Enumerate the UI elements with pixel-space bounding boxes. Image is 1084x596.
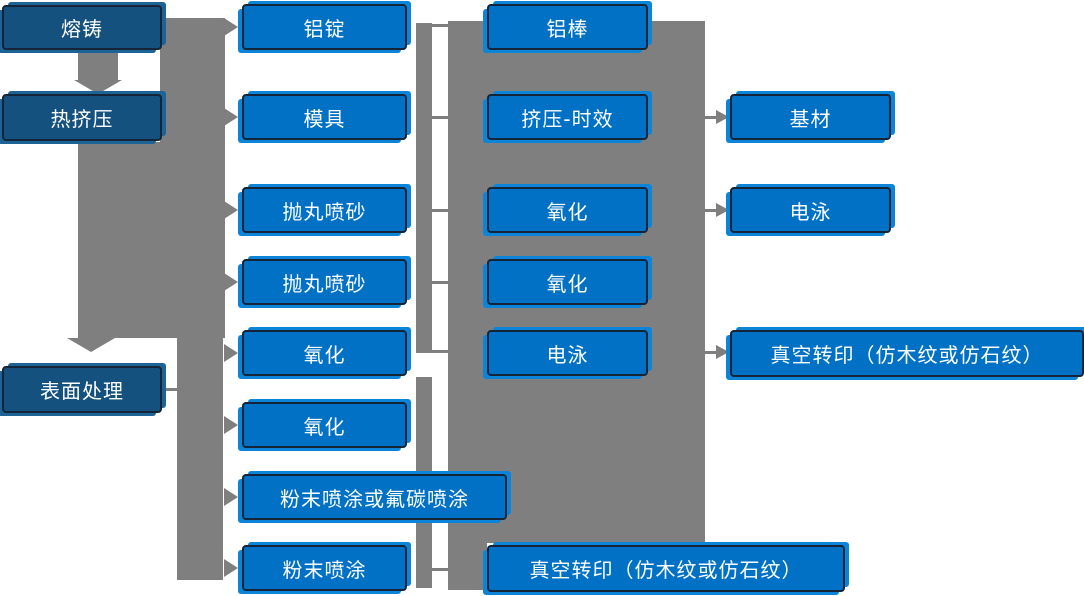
link-row-oxidation-a [432,209,448,212]
arrow-to-aluminum-ingot [224,18,238,36]
node-mold-label: 模具 [303,106,346,131]
node-oxidation-1: 氧化 [242,330,407,376]
connector-casting-stem [78,50,118,80]
node-electrophoresis-label: 电泳 [546,342,589,367]
node-surface-treatment: 表面处理 [2,366,162,413]
arrow-to-vacuum-transfer-right [716,345,729,359]
node-melting-casting: 熔铸 [2,5,162,50]
node-oxidation-b: 氧化 [487,259,648,305]
node-oxidation-b-label: 氧化 [546,271,589,296]
link-row-electrophoresis [432,350,448,353]
connector-lower-band [177,338,223,580]
arrow-to-shot-blast-1 [224,201,238,219]
node-powder-coating: 粉末喷涂 [242,545,407,591]
node-surface-treatment-label: 表面处理 [40,379,124,403]
arrow-to-oxidation-2 [224,416,238,434]
node-extrusion-aging: 挤压-时效 [487,94,648,140]
node-hot-extrusion-label: 热挤压 [50,107,114,131]
node-oxidation-2: 氧化 [242,402,407,448]
node-vacuum-transfer-right: 真空转印（仿木纹或仿石纹） [730,330,1084,377]
node-melting-casting-label: 熔铸 [61,17,103,41]
node-oxidation-1-label: 氧化 [303,342,346,367]
node-vacuum-transfer-bottom-label: 真空转印（仿木纹或仿石纹） [529,558,803,582]
arrow-to-powder-coating [224,559,238,577]
node-mold: 模具 [242,94,407,140]
link-row-aluminum-rod [416,24,448,27]
node-shot-blast-1-label: 抛丸喷砂 [282,199,367,224]
arrow-to-powder-or-fluorocarbon [224,488,238,506]
node-shot-blast-2-label: 抛丸喷砂 [282,271,367,296]
node-powder-or-fluorocarbon-label: 粉末喷涂或氟碳喷涂 [280,486,469,511]
arrow-to-shot-blast-2 [224,273,238,291]
node-aluminum-ingot-label: 铝锭 [303,16,346,41]
node-extrusion-aging-label: 挤压-时效 [521,106,614,131]
node-shot-blast-1: 抛丸喷砂 [242,187,407,233]
arrow-to-mold [224,108,238,126]
node-base-material-label: 基材 [789,106,832,131]
link-row-oxidation-b [432,281,448,284]
node-aluminum-ingot: 铝锭 [242,4,407,50]
connector-bottom-leg [448,543,487,590]
node-shot-blast-2: 抛丸喷砂 [242,259,407,305]
node-base-material: 基材 [730,94,891,140]
arrow-to-oxidation-1 [224,344,238,362]
node-oxidation-2-label: 氧化 [303,414,346,439]
connector-surface-treatment-link [163,388,179,391]
connector-narrow-band-upper [416,23,432,353]
link-row-vacuum-transfer-bottom [432,568,448,571]
node-hot-extrusion: 热挤压 [2,94,162,141]
arrow-to-electrophoresis-right [716,203,729,217]
node-aluminum-rod: 铝棒 [487,4,648,50]
node-oxidation-a-label: 氧化 [546,199,589,224]
stem-to-electrophoresis-right [705,209,717,212]
node-aluminum-rod-label: 铝棒 [546,16,589,41]
node-vacuum-transfer-bottom: 真空转印（仿木纹或仿石纹） [487,545,845,592]
node-powder-coating-label: 粉末喷涂 [282,557,367,582]
stem-to-vacuum-transfer-right [705,351,717,354]
node-electrophoresis: 电泳 [487,330,648,376]
link-row-extrusion-aging [432,116,448,119]
node-electrophoresis-2-label: 电泳 [789,199,832,224]
connector-mid-block [78,142,225,338]
arrow-down-to-hot-extrusion [74,80,122,94]
stem-to-base-material [705,116,717,119]
node-oxidation-a: 氧化 [487,187,648,233]
node-powder-or-fluorocarbon: 粉末喷涂或氟碳喷涂 [242,474,507,520]
connector-upper-band [160,18,225,142]
node-vacuum-transfer-right-label: 真空转印（仿木纹或仿石纹） [770,343,1044,367]
node-electrophoresis-2: 电泳 [730,187,891,233]
arrow-to-base-material [716,110,729,124]
arrow-down-to-surface-treatment [67,338,115,352]
